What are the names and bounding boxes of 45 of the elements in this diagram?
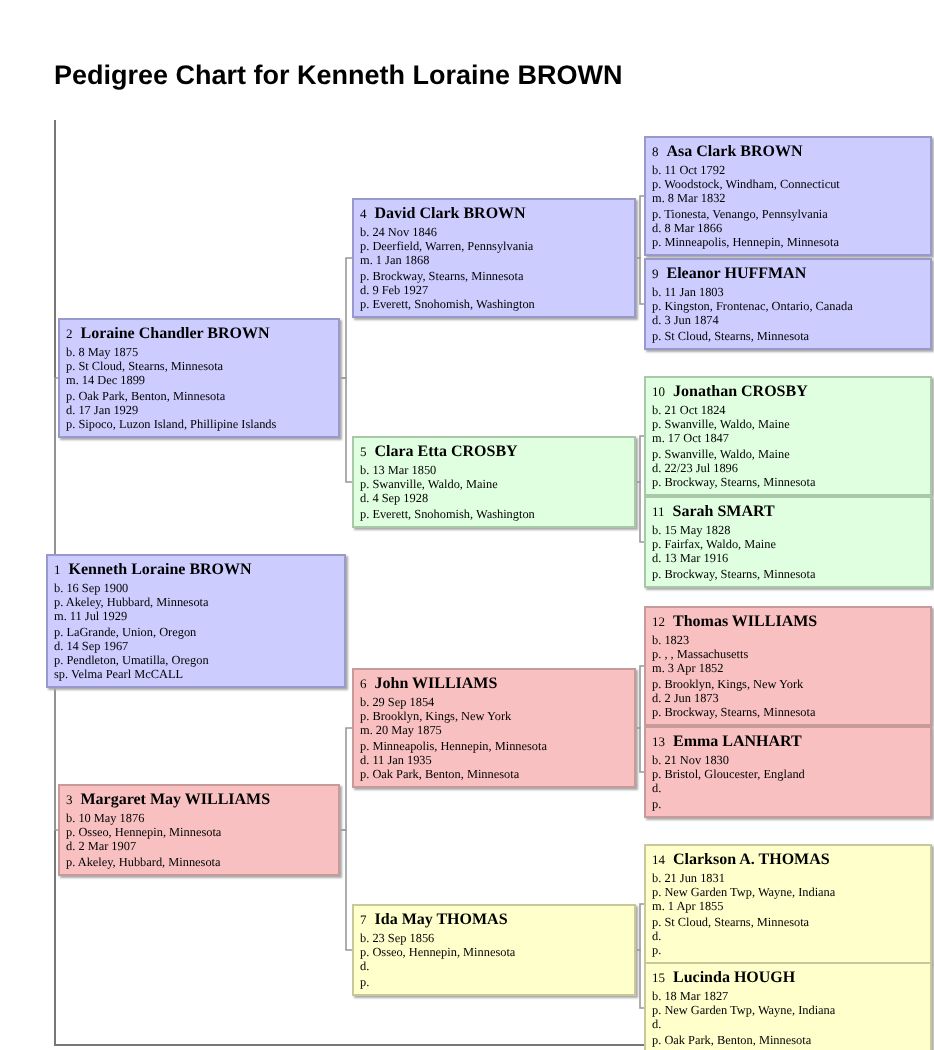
person-box: [352, 436, 636, 528]
connector-line: [635, 727, 645, 773]
person-name: Clarkson A. THOMAS: [673, 850, 830, 868]
person-name: Ida May THOMAS: [374, 910, 508, 928]
person-box: [58, 784, 340, 876]
person-box: [352, 668, 636, 789]
person-name: Kenneth Loraine BROWN: [68, 560, 252, 578]
connector-line: [339, 377, 353, 483]
person-name: Loraine Chandler BROWN: [80, 324, 270, 342]
connector-line: [54, 687, 59, 831]
person-box: [644, 844, 932, 965]
person-box: [644, 376, 932, 497]
connector-line: [54, 377, 59, 555]
person-box: [644, 258, 932, 350]
person-name: Lucinda HOUGH: [673, 968, 796, 986]
person-box: [644, 136, 932, 257]
person-name: John WILLIAMS: [374, 674, 498, 692]
connector-line: [635, 903, 645, 951]
connector-line: [635, 949, 645, 1009]
person-box: [644, 496, 932, 588]
connector-line: [635, 195, 645, 259]
person-name: David Clark BROWN: [374, 204, 526, 222]
connector-line: [339, 829, 353, 951]
person-name: Margaret May WILLIAMS: [80, 790, 271, 808]
person-box: [46, 554, 346, 689]
chart-title: Pedigree Chart for Kenneth Loraine BROWN: [54, 60, 623, 90]
person-box: [644, 726, 932, 818]
person-name: Emma LANHART: [673, 732, 802, 750]
person-box: [58, 318, 340, 439]
connector-line: [635, 481, 645, 543]
person-name: Jonathan CROSBY: [673, 382, 808, 400]
person-box: [644, 962, 932, 1050]
person-box: [352, 198, 636, 319]
person-name: Eleanor HUFFMAN: [666, 264, 807, 282]
person-name: Thomas WILLIAMS: [673, 612, 818, 630]
person-name: Clara Etta CROSBY: [374, 442, 518, 460]
connector-line: [339, 727, 353, 831]
person-box: [644, 606, 932, 727]
person-name: Sarah SMART: [672, 502, 775, 520]
connector-line: [635, 435, 645, 483]
connector-line: [635, 257, 645, 305]
person-name: Asa Clark BROWN: [666, 142, 803, 160]
connector-line: [339, 257, 353, 379]
connector-line: [635, 665, 645, 729]
person-box: [352, 904, 636, 996]
